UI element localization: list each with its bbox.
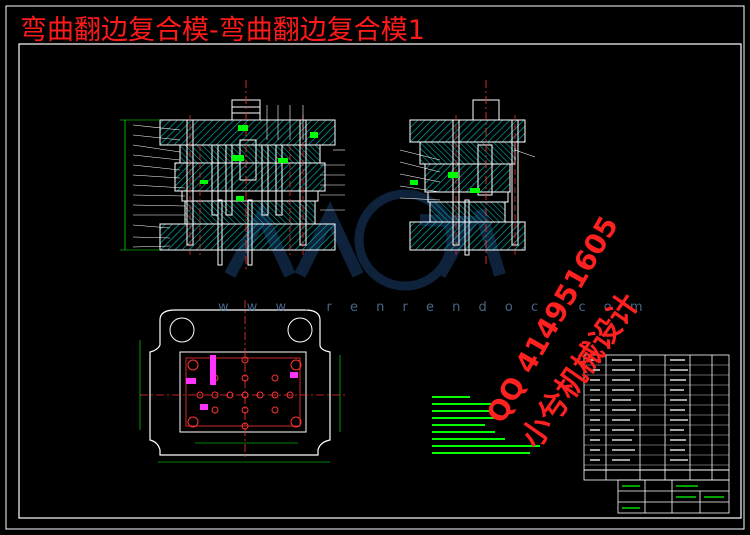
side-section-view bbox=[399, 80, 536, 265]
site-watermark: w w w . r e n r e n d o c . c o m bbox=[218, 300, 650, 315]
front-section-view bbox=[120, 80, 345, 270]
drawing-title: 弯曲翻边复合模-弯曲翻边复合模1 bbox=[20, 15, 425, 46]
parts-list-text bbox=[590, 359, 688, 461]
drawing-border-inner bbox=[18, 43, 742, 519]
title-block-marks bbox=[622, 485, 724, 509]
plan-view bbox=[139, 300, 345, 463]
title-block bbox=[617, 479, 730, 514]
parts-list-table bbox=[583, 354, 730, 481]
technical-notes bbox=[432, 396, 540, 454]
drawing-border-outer bbox=[5, 5, 745, 530]
